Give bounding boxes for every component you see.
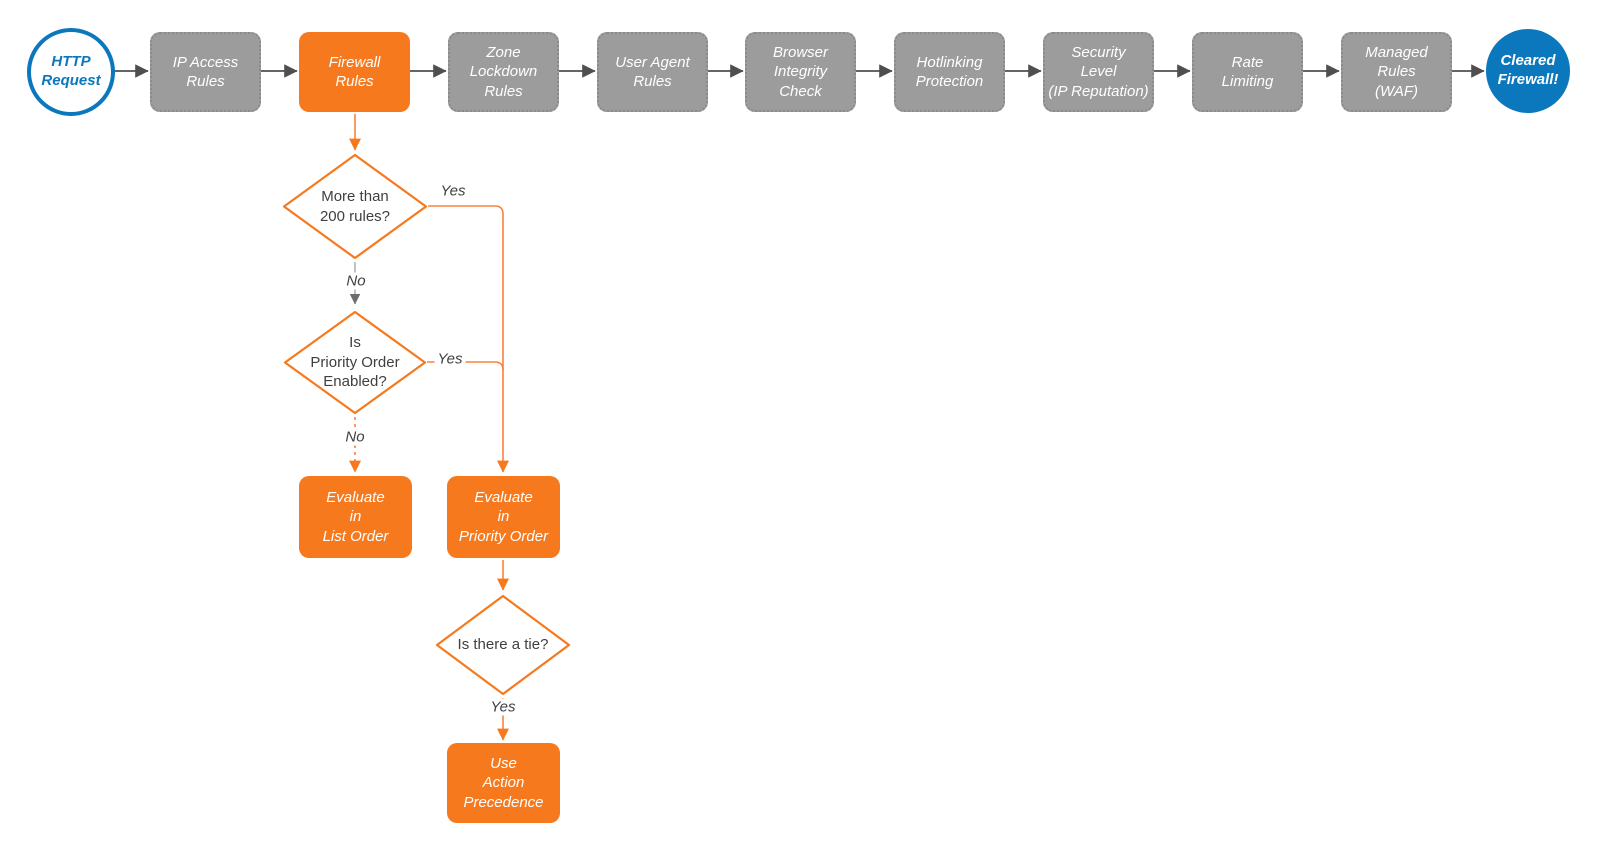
node-hotlinking-protection-label: Hotlinking Protection	[915, 53, 984, 90]
node-evaluate-priority-order: Evaluate in Priority Order	[447, 476, 560, 558]
diamond-shape	[283, 310, 427, 415]
node-firewall-rules: Firewall Rules	[299, 32, 410, 112]
decision-more-than-200-rules: More than 200 rules?	[282, 153, 428, 260]
edge-label-yes-2: Yes	[434, 350, 466, 368]
node-evaluate-list-order-label: Evaluate in List Order	[322, 489, 389, 545]
decision-is-there-a-tie: Is there a tie?	[435, 594, 571, 696]
node-firewall-rules-label: Firewall Rules	[328, 53, 381, 90]
edge-yes-200-rules-to-priority-order	[428, 205, 509, 473]
diamond-shape	[282, 153, 428, 260]
node-hotlinking-protection: Hotlinking Protection	[894, 32, 1005, 112]
decision-more-than-200-rules-label: More than 200 rules?	[319, 188, 391, 225]
node-http-request: HTTP Request	[27, 28, 115, 116]
node-ip-access-rules-label: IP Access Rules	[172, 53, 239, 90]
node-cleared-firewall: Cleared Firewall!	[1486, 29, 1570, 113]
node-evaluate-priority-order-label: Evaluate in Priority Order	[458, 489, 549, 545]
node-user-agent-rules-label: User Agent Rules	[615, 53, 690, 90]
decision-priority-order-enabled: Is Priority Order Enabled?	[283, 310, 427, 415]
node-security-level: Security Level (IP Reputation)	[1043, 32, 1154, 112]
edge-label-yes-1: Yes	[437, 182, 469, 200]
node-rate-limiting: Rate Limiting	[1192, 32, 1303, 112]
node-zone-lockdown-rules-label: Zone Lockdown Rules	[469, 44, 538, 100]
decision-is-there-a-tie-label: Is there a tie?	[457, 636, 549, 654]
node-browser-integrity-check-label: Browser Integrity Check	[772, 44, 828, 100]
diamond-shape	[435, 594, 571, 696]
edge-label-no-2: No	[342, 428, 368, 446]
node-zone-lockdown-rules: Zone Lockdown Rules	[448, 32, 559, 112]
edge-label-no-1: No	[343, 272, 369, 290]
edge-label-yes-3: Yes	[487, 698, 519, 716]
node-user-agent-rules: User Agent Rules	[597, 32, 708, 112]
decision-priority-order-enabled-label: Is Priority Order Enabled?	[310, 334, 400, 391]
node-http-request-label: HTTP Request	[41, 53, 101, 89]
node-rate-limiting-label: Rate Limiting	[1221, 53, 1274, 90]
node-evaluate-list-order: Evaluate in List Order	[299, 476, 412, 558]
node-use-action-precedence-label: Use Action Precedence	[463, 755, 544, 811]
node-use-action-precedence: Use Action Precedence	[447, 743, 560, 823]
node-cleared-firewall-label: Cleared Firewall!	[1497, 52, 1559, 88]
node-managed-rules-waf: Managed Rules (WAF)	[1341, 32, 1452, 112]
node-browser-integrity-check: Browser Integrity Check	[745, 32, 856, 112]
node-managed-rules-waf-label: Managed Rules (WAF)	[1365, 44, 1428, 100]
node-ip-access-rules: IP Access Rules	[150, 32, 261, 112]
node-security-level-label: Security Level (IP Reputation)	[1048, 44, 1149, 100]
